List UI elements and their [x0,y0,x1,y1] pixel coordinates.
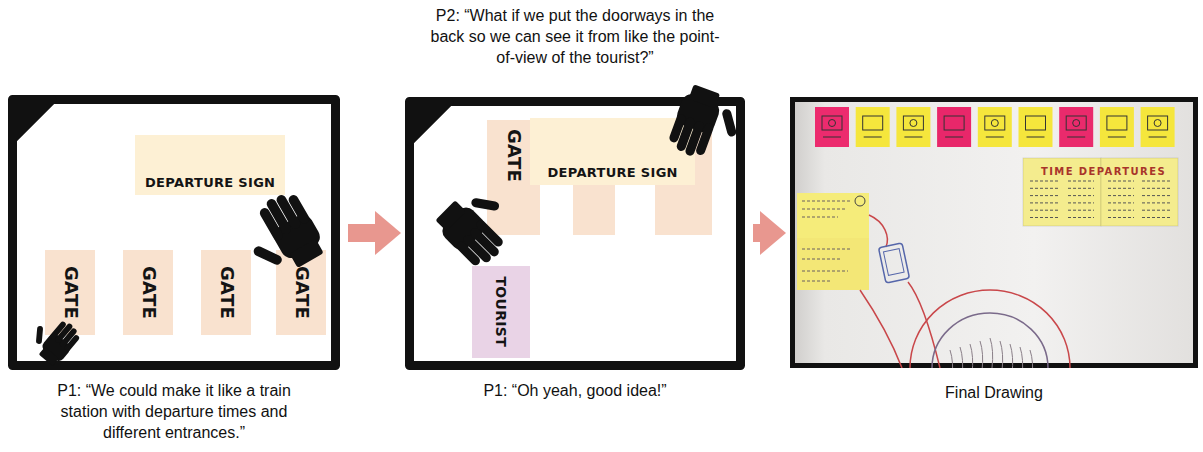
note-label: DEPARTURE SIGN [548,166,678,181]
note-label: GATE [503,129,524,182]
note-label: GATE [138,266,159,319]
sign-note: DEPARTURE SIGN [135,135,285,195]
handwriting [1030,195,1058,196]
handwriting [1142,210,1172,211]
handwriting [802,209,846,210]
handwriting [802,201,852,202]
handwriting [1108,210,1134,211]
pen-sketch [970,344,973,368]
handwriting [1142,202,1172,203]
quote-caption: P2: “What if we put the doorways in the … [430,6,720,68]
handwriting [1068,210,1094,211]
pen-sketch [910,290,1070,368]
gate-note: GATE [201,250,251,335]
sign-note: DEPARTURE SIGN [530,118,695,185]
pen-sketch [980,341,983,368]
sticky-note [1100,107,1134,147]
document-fold [410,102,450,142]
handwriting [1030,217,1058,218]
quote-caption: P1: “Oh yeah, good idea!” [425,381,725,402]
photo-paper [793,100,1196,366]
pen-sketch [1020,347,1023,368]
hand-icon [665,82,745,168]
sticky-note [1019,107,1053,147]
sticky-note [937,107,971,147]
sticky-note [978,107,1012,147]
sticky-note [1141,107,1175,147]
note-label: DEPARTURE SIGN [145,176,275,191]
flow-arrow [348,224,375,242]
sticky-note [896,107,930,147]
gate-note: GATE [276,250,326,335]
handwriting [802,271,848,272]
hand-icon [24,308,84,368]
gate-note: GATE [123,250,173,335]
pen-sketch [932,313,1048,368]
document-fold [13,100,53,140]
handwriting [1030,210,1058,211]
handwriting [1108,181,1134,182]
pen-sketch [960,347,963,368]
pen-sketch [860,290,902,368]
handwritten-label: TIME DEPARTURES [1041,166,1166,177]
pen-sketch [1030,350,1033,368]
pen-sketch [869,215,887,247]
sticky-note [815,107,849,147]
note-label: GATE [291,266,312,319]
handwriting [1108,217,1134,218]
handwriting [1068,181,1094,182]
sticky-note [856,107,890,147]
document-frame [13,100,336,366]
handwriting [802,217,838,218]
document-frame [410,102,741,366]
handwriting [1142,217,1172,218]
handwriting [1068,202,1094,203]
handwriting [1068,195,1094,196]
quote-caption: Final Drawing [844,383,1144,404]
photo-panel: Final Drawing [790,0,1198,452]
flow-arrow [753,224,760,242]
handwriting [1030,181,1058,182]
handwriting [1108,195,1134,196]
handwriting [802,259,842,260]
handwriting [802,281,832,282]
note-label: GATE [60,266,81,319]
handwriting [1030,202,1058,203]
phone-sketch [879,243,910,283]
pen-sketch [950,350,953,368]
note-label: GATE [216,266,237,319]
pen-sketch [990,338,993,368]
handwriting [1068,188,1094,189]
handwriting [1068,217,1094,218]
sketch-panel: P1: “We could make it like a train stati… [8,0,340,452]
pen-sketch [1010,344,1013,368]
handwriting [1142,195,1172,196]
tourist-note: TOURIST [472,266,530,358]
hand-icon [233,186,329,284]
handwriting [1108,188,1134,189]
hand-icon [431,179,525,273]
sticky-note [797,193,869,238]
sticky-note [797,238,869,290]
quote-caption: P1: “We could make it like a train stati… [34,381,314,443]
gate-note: GATE [45,250,95,335]
handwriting [802,249,852,250]
note-label: TOURIST [492,277,508,348]
sticky-note [1059,107,1093,147]
sketch-icon [855,196,865,206]
handwriting [1108,202,1134,203]
handwriting [1142,188,1172,189]
pen-sketch [1000,341,1003,368]
handwriting [1030,188,1058,189]
sketch-panel: P2: “What if we put the doorways in the … [405,0,745,452]
photo [790,97,1198,368]
handwriting [1142,181,1172,182]
